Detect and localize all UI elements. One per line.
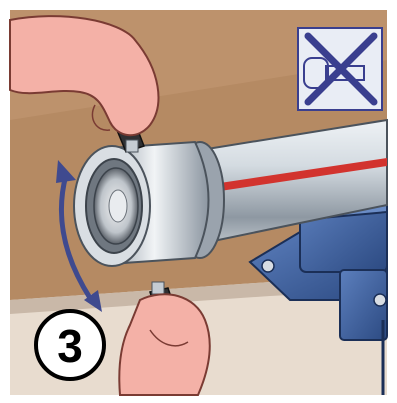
step-number: 3 — [57, 320, 83, 372]
crossed-out-hand-tool-icon — [298, 28, 382, 110]
pipe-collar — [74, 142, 224, 266]
step-badge: 3 — [36, 311, 104, 379]
